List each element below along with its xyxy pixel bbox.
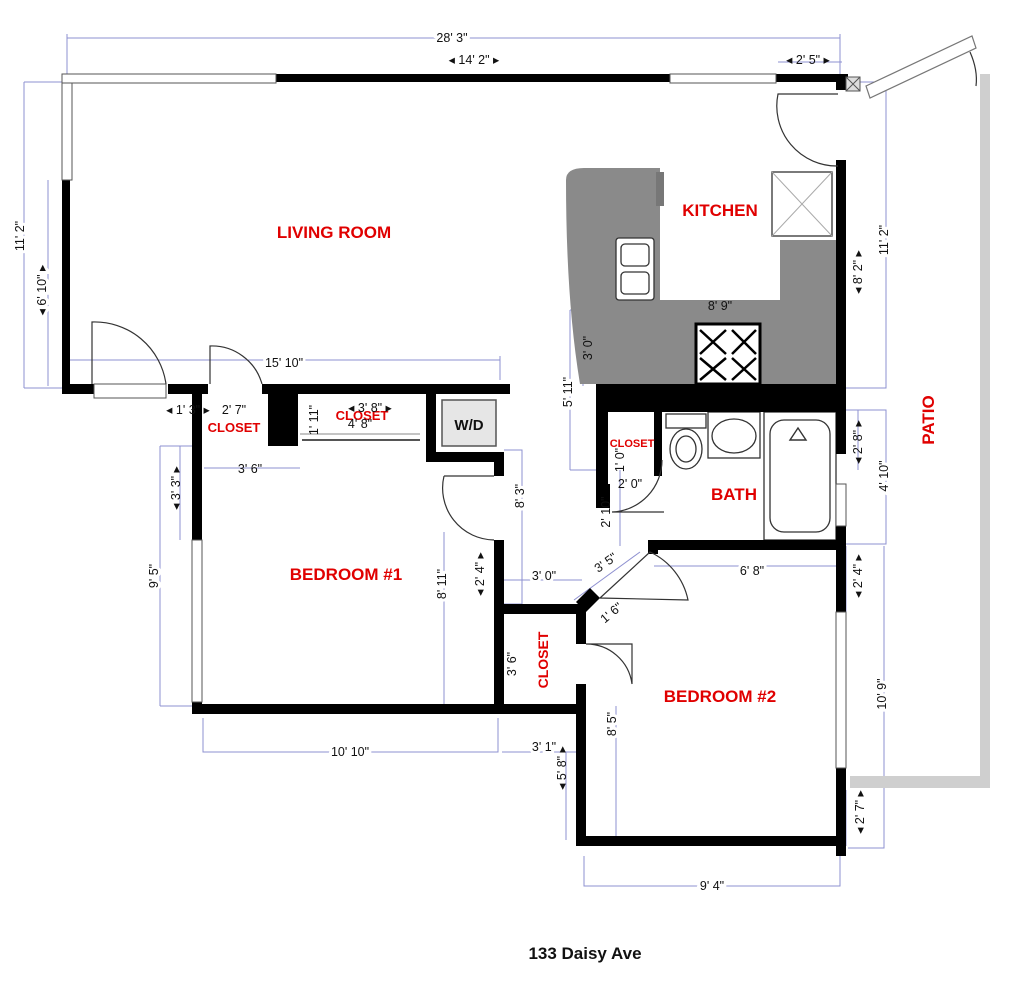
bath-label: BATH [711,485,757,504]
dim-kitchen-bath-height: 5' 11" [561,377,575,407]
bedroom-1-closet-label: CLOSET [336,408,389,423]
dim-living-side-window: ◂ 6' 10" ▸ [35,264,49,315]
patio-area [850,35,990,788]
doors [91,93,839,685]
dim-hall-closet-width: ◂ 1' 3" ▸ [166,403,210,417]
dim-hall-width: 3' 0" [532,569,556,583]
dim-bed2-window-top: ◂ 2' 4" ▸ [851,553,865,597]
dim-kitchen-depth: 3' 0" [581,336,595,360]
bath-sink [707,411,761,459]
washer-dryer-label: W/D [454,417,483,434]
hall-closet-label: CLOSET [208,420,261,435]
dim-bed1-window-offset: 3' 6" [238,462,262,476]
dim-bed2-height: 8' 5" [605,712,619,736]
dim-bed2-width: 9' 4" [700,879,724,893]
dimension-labels: 28' 3" ◂ 14' 2" ▸ ◂ 2' 5" ▸ 11' 2" ◂ 6' … [10,28,894,896]
windows [61,73,861,769]
dim-overall-width: 28' 3" [436,31,467,45]
dim-closet-bar-3: 4' 8" [348,417,372,431]
dim-bath-closet-2: 2' 0" [618,477,642,491]
dim-bed1-width: 10' 10" [331,745,369,759]
dim-bed1-inner-height: 8' 11" [435,569,449,599]
washer-dryer [441,399,497,447]
bath-closet-label: CLOSET [610,438,655,450]
dim-living-height: 11' 2" [13,221,27,251]
dim-living-width: 15' 10" [265,356,303,370]
dim-bed2-side: ◂ 5' 8" ▸ [555,745,569,789]
dim-kitchen-width: 8' 9" [708,299,732,313]
dim-diag-hall: 3' 5" [592,550,620,575]
dim-bed1-door: ◂ 2' 4" ▸ [473,551,487,595]
kitchen-counters [566,168,836,384]
stove [694,322,762,386]
property-address: 133 Daisy Ave [528,944,642,963]
toilet [665,413,707,470]
dim-bath-height: 4' 10" [877,460,891,491]
bathtub [763,411,837,541]
dim-bed2-window-bottom: ◂ 2' 7" ▸ [853,789,867,833]
dim-kitchen-side: ◂ 8' 2" ▸ [851,249,865,293]
dim-bath-closet-1: 1' 0" [613,448,627,472]
dim-entry-window: ◂ 2' 5" ▸ [786,53,830,67]
dim-hall-closet-2: 2' 7" [222,403,246,417]
bedroom-2-closet-label: CLOSET [535,631,551,688]
bedroom-2-label: BEDROOM #2 [664,687,776,706]
dim-closet2-height: 3' 6" [505,652,519,676]
patio-label: PATIO [919,395,938,444]
kitchen-label: KITCHEN [682,201,758,220]
dim-bed2-upper-width: 6' 8" [740,564,764,578]
dim-closet2-width: 3' 1" [532,740,556,754]
kitchen-sink [615,237,655,301]
dim-bed1-window: ◂ 3' 3" ▸ [169,465,183,509]
dim-bed2-door: 1' 6" [598,600,626,626]
dim-bed2-right-height: 10' 9" [875,678,889,709]
dim-hall-height: 8' 3" [513,484,527,508]
dim-bath-door: ◂ 2' 8" ▸ [851,419,865,463]
dim-bath-closet-3: 2' 10" [599,496,613,527]
bedroom-1-label: BEDROOM #1 [290,565,402,584]
dim-closet-bar-1: 1' 11" [307,405,321,435]
refrigerator [771,171,833,237]
dim-entry-side-height: 11' 2" [877,225,891,255]
dim-living-window: ◂ 14' 2" ▸ [449,53,500,67]
dim-bed1-height: 9' 5" [147,564,161,588]
dim-closet-bar-2: ◂ 3' 8" ▸ [348,401,392,415]
living-room-label: LIVING ROOM [277,223,391,242]
closet-rods [300,433,420,441]
